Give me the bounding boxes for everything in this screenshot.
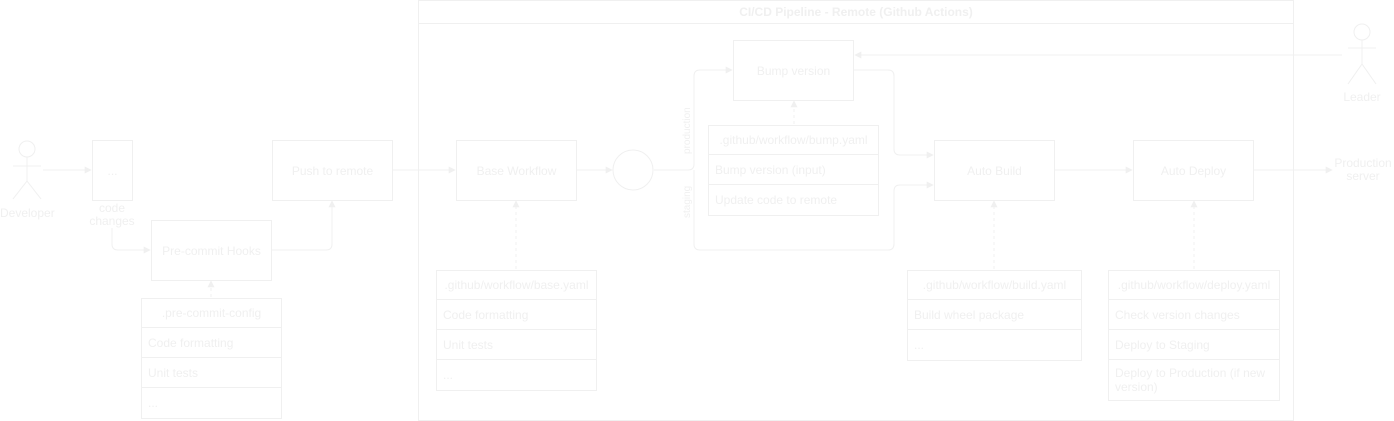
auto-build-node: Auto Build: [934, 140, 1055, 201]
pre-commit-hooks-node: Pre-commit Hooks: [151, 220, 272, 281]
branch-staging-label: staging: [682, 185, 693, 218]
list-item: Unit tests: [437, 330, 596, 360]
bump-version-node: Bump version: [733, 40, 854, 101]
list-item: Unit tests: [142, 358, 281, 388]
deploy-yaml-list: .github/workflow/deploy.yaml Check versi…: [1108, 270, 1280, 401]
list-item: ...: [148, 396, 159, 410]
build-yaml-header: .github/workflow/build.yaml: [908, 271, 1081, 300]
production-server-label: Production server: [1334, 156, 1392, 183]
list-item: ...: [443, 368, 454, 382]
base-yaml-header: .github/workflow/base.yaml: [437, 271, 596, 300]
build-yaml-list: .github/workflow/build.yaml Build wheel …: [907, 270, 1082, 361]
push-to-remote-node: Push to remote: [272, 140, 393, 201]
list-item: Build wheel package: [908, 300, 1081, 330]
developer-label: Developer: [0, 206, 55, 220]
base-yaml-list: .github/workflow/base.yaml Code formatti…: [436, 270, 597, 391]
pre-commit-config-header: .pre-commit-config: [142, 299, 281, 328]
list-item: Deploy to Production (if new version): [1115, 365, 1266, 394]
list-item: Update code to remote: [715, 193, 838, 207]
list-item: ...: [914, 338, 925, 352]
branch-production-label: production: [682, 107, 693, 154]
code-changes-box: ...: [92, 140, 133, 201]
leader-figure: [1347, 23, 1377, 85]
bump-yaml-list: .github/workflow/bump.yaml Bump version …: [708, 125, 879, 216]
pre-commit-config-list: .pre-commit-config Code formatting Unit …: [141, 298, 282, 419]
leader-label: Leader: [1343, 90, 1381, 104]
list-item: Code formatting: [142, 328, 281, 358]
pipeline-title: CI/CD Pipeline - Remote (Github Actions): [419, 1, 1293, 24]
developer-figure: [12, 140, 42, 200]
branch-decision-circle: [612, 149, 654, 191]
bump-yaml-header: .github/workflow/bump.yaml: [709, 126, 878, 155]
list-item: Code formatting: [437, 300, 596, 330]
list-item: Deploy to Staging: [1109, 330, 1279, 360]
list-item: Check version changes: [1109, 300, 1279, 330]
deploy-yaml-header: .github/workflow/deploy.yaml: [1109, 271, 1279, 300]
base-workflow-node: Base Workflow: [456, 140, 577, 201]
pipeline-container: CI/CD Pipeline - Remote (Github Actions): [418, 0, 1294, 421]
list-item: Bump version (input): [709, 155, 878, 185]
code-changes-label: code changes: [89, 201, 135, 228]
auto-deploy-node: Auto Deploy: [1133, 140, 1254, 201]
